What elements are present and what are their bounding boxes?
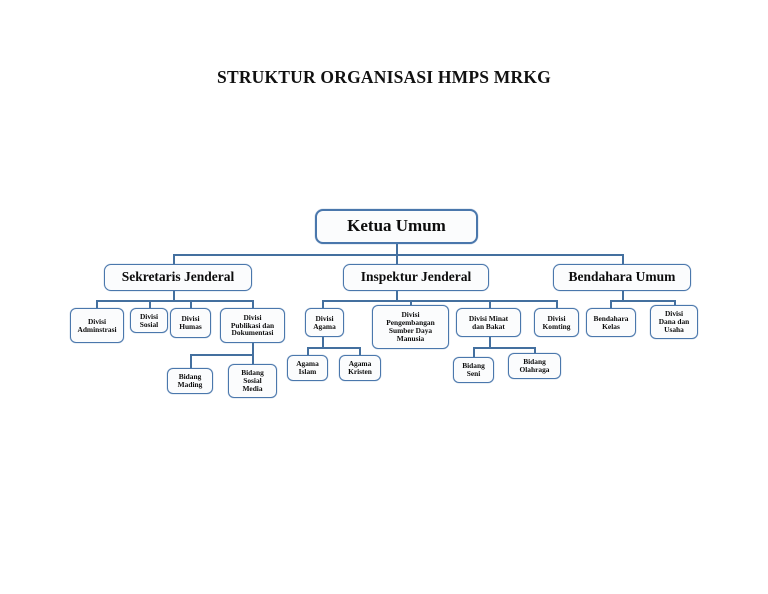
node-agama-islam-line2: Islam bbox=[298, 367, 317, 376]
node-divisi-humas-line1: Divisi bbox=[181, 314, 200, 324]
connector-drop-bidang-seni bbox=[473, 347, 475, 357]
node-agama-kristen[interactable]: Agama Kristen bbox=[339, 355, 381, 381]
connector-inspektur-bus bbox=[322, 300, 556, 302]
node-divisi-psdm-line3: Sumber Daya bbox=[388, 326, 433, 335]
node-agama-islam[interactable]: Agama Islam bbox=[287, 355, 328, 381]
node-bendahara-kelas-line2: Kelas bbox=[602, 321, 620, 331]
node-divisi-komting[interactable]: Divisi Komting bbox=[534, 308, 579, 337]
node-bendahara-umum-label: Bendahara Umum bbox=[568, 269, 676, 285]
connector-drop-humas bbox=[190, 300, 192, 308]
node-sekretaris-jenderal[interactable]: Sekretaris Jenderal bbox=[104, 264, 252, 291]
connector-drop-dana-usaha bbox=[674, 300, 676, 305]
node-bidang-olahraga-line2: Olahraga bbox=[519, 365, 550, 374]
node-divisi-humas[interactable]: Divisi Humas bbox=[170, 308, 211, 338]
connector-drop-bidang-olahraga bbox=[534, 347, 536, 353]
connector-pubdok-drop bbox=[252, 343, 254, 355]
node-bidang-sosial-media-line3: Media bbox=[242, 383, 263, 393]
connector-drop-pubdok bbox=[252, 300, 254, 308]
connector-drop-bendahara-kelas bbox=[610, 300, 612, 308]
node-divisi-agama[interactable]: Divisi Agama bbox=[305, 308, 344, 337]
node-divisi-humas-line2: Humas bbox=[179, 322, 202, 331]
connector-sekretaris-drop bbox=[173, 290, 175, 301]
connector-drop-psdm bbox=[410, 300, 412, 305]
connector-drop-sosmed bbox=[252, 354, 254, 364]
node-divisi-minat-dan-bakat[interactable]: Divisi Minat dan Bakat bbox=[456, 308, 521, 337]
node-divisi-administrasi[interactable]: Divisi Adminstrasi bbox=[70, 308, 124, 343]
node-divisi-sosial-line2: Sosial bbox=[139, 319, 159, 329]
page-title: STRUKTUR ORGANISASI HMPS MRKG bbox=[217, 67, 551, 87]
node-agama-kristen-line1: Agama bbox=[348, 359, 372, 369]
node-divisi-agama-line2: Agama bbox=[313, 321, 336, 331]
node-divisi-psdm-line1: Divisi bbox=[401, 310, 420, 320]
connector-level2-bus bbox=[173, 254, 623, 256]
connector-drop-sekretaris bbox=[173, 254, 175, 265]
connector-drop-agama bbox=[322, 300, 324, 308]
node-ketua-umum-label: Ketua Umum bbox=[347, 216, 446, 236]
node-bendahara-umum[interactable]: Bendahara Umum bbox=[553, 264, 691, 291]
node-bidang-seni-line1: Bidang bbox=[462, 361, 485, 371]
node-divisi-psdm-line4: Manusia bbox=[396, 333, 425, 343]
node-divisi-psdm-line2: Pengembangan bbox=[386, 318, 435, 328]
node-bidang-sosial-media[interactable]: Bidang Sosial Media bbox=[228, 364, 277, 398]
node-divisi-dana-dan-usaha-line3: Usaha bbox=[664, 324, 684, 334]
connector-bendahara-drop bbox=[622, 290, 624, 301]
node-divisi-komting-line1: Divisi bbox=[547, 313, 566, 323]
node-divisi-minat-dan-bakat-line2: dan Bakat bbox=[472, 321, 505, 331]
node-ketua-umum[interactable]: Ketua Umum bbox=[315, 209, 478, 244]
node-divisi-administrasi-line1: Divisi bbox=[87, 316, 107, 326]
node-divisi-dana-dan-usaha-line1: Divisi bbox=[664, 309, 684, 319]
node-bidang-olahraga-line1: Bidang bbox=[523, 357, 546, 367]
node-bidang-mading-line1: Bidang bbox=[178, 372, 202, 382]
connector-drop-inspektur bbox=[396, 254, 398, 265]
connector-bendahara-bus bbox=[610, 300, 675, 302]
connector-drop-minat-bakat bbox=[489, 300, 491, 308]
node-agama-islam-line1: Agama bbox=[296, 359, 319, 369]
node-divisi-publikasi-dokumentasi-line3: Dokumentasi bbox=[231, 328, 274, 338]
node-inspektur-jenderal-label: Inspektur Jenderal bbox=[360, 269, 472, 285]
node-divisi-dana-dan-usaha-line2: Dana dan bbox=[658, 317, 690, 327]
connector-agama-bus bbox=[307, 347, 360, 349]
node-divisi-publikasi-dokumentasi-line1: Divisi bbox=[243, 312, 262, 322]
connector-drop-sosial bbox=[149, 300, 151, 308]
node-divisi-komting-line2: Komting bbox=[542, 321, 571, 331]
connector-drop-komting bbox=[556, 300, 558, 308]
node-bidang-olahraga[interactable]: Bidang Olahraga bbox=[508, 353, 561, 379]
node-divisi-sosial-line1: Divisi bbox=[139, 311, 159, 321]
node-divisi-publikasi-dokumentasi-line2: Publikasi dan bbox=[230, 320, 275, 330]
connector-minat-bakat-drop bbox=[489, 337, 491, 348]
connector-sekretaris-bus bbox=[96, 300, 253, 302]
connector-drop-mading bbox=[190, 354, 192, 368]
node-bidang-mading-line2: Mading bbox=[177, 380, 203, 389]
node-inspektur-jenderal[interactable]: Inspektur Jenderal bbox=[343, 264, 489, 291]
node-bidang-seni-line2: Seni bbox=[466, 369, 481, 378]
connector-drop-bendahara bbox=[622, 254, 624, 265]
node-sekretaris-jenderal-label: Sekretaris Jenderal bbox=[121, 269, 235, 285]
connector-agama-drop bbox=[322, 337, 324, 348]
node-bendahara-kelas-line1: Bendahara bbox=[593, 313, 629, 323]
node-divisi-psdm[interactable]: Divisi Pengembangan Sumber Daya Manusia bbox=[372, 305, 449, 349]
node-bidang-mading[interactable]: Bidang Mading bbox=[167, 368, 213, 394]
node-bendahara-kelas[interactable]: Bendahara Kelas bbox=[586, 308, 636, 337]
node-divisi-agama-line1: Divisi bbox=[315, 313, 334, 323]
connector-pubdok-bus bbox=[190, 354, 253, 356]
node-divisi-publikasi-dokumentasi[interactable]: Divisi Publikasi dan Dokumentasi bbox=[220, 308, 285, 343]
connector-drop-agama-islam bbox=[307, 347, 309, 355]
node-divisi-administrasi-line2: Adminstrasi bbox=[77, 324, 117, 334]
node-bidang-sosial-media-line2: Sosial bbox=[243, 376, 262, 386]
node-bidang-sosial-media-line1: Bidang bbox=[241, 368, 264, 378]
connector-inspektur-drop bbox=[396, 290, 398, 301]
node-agama-kristen-line2: Kristen bbox=[348, 367, 372, 376]
connector-drop-agama-kristen bbox=[359, 347, 361, 355]
connector-minat-bakat-bus bbox=[473, 347, 535, 349]
connector-drop-administrasi bbox=[96, 300, 98, 308]
node-divisi-sosial[interactable]: Divisi Sosial bbox=[130, 308, 168, 333]
connector-ketua-drop bbox=[396, 244, 398, 255]
node-bidang-seni[interactable]: Bidang Seni bbox=[453, 357, 494, 383]
node-divisi-minat-dan-bakat-line1: Divisi Minat bbox=[468, 313, 509, 323]
node-divisi-dana-dan-usaha[interactable]: Divisi Dana dan Usaha bbox=[650, 305, 698, 339]
